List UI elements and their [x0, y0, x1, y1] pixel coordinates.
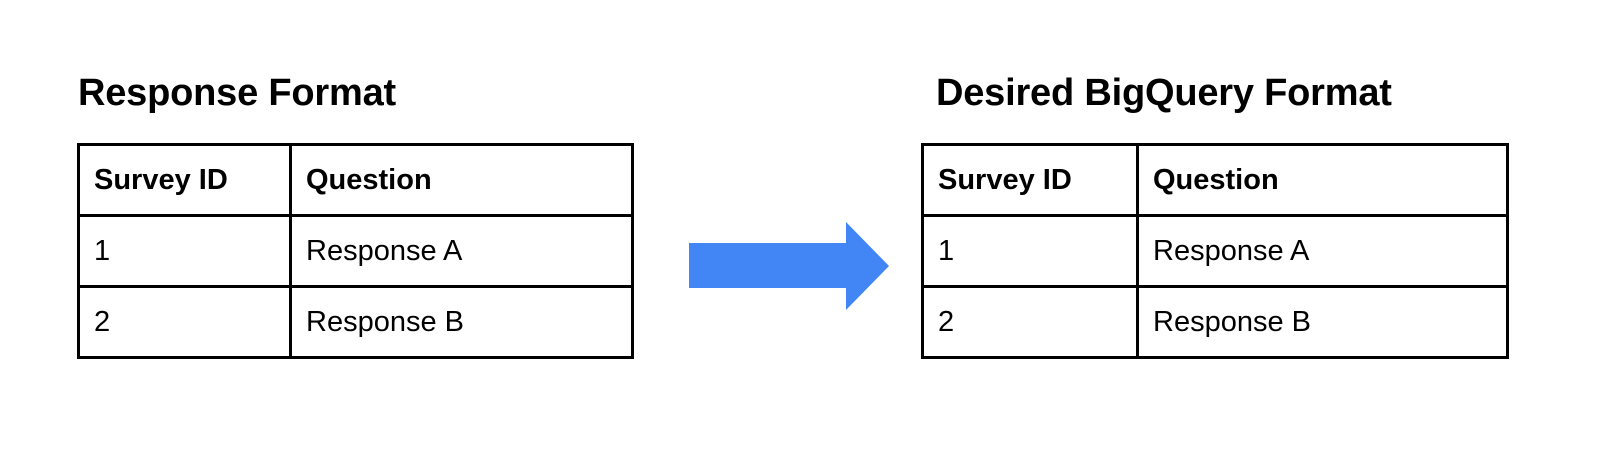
column-header-question: Question [289, 143, 634, 217]
cell-survey-id: 1 [77, 214, 292, 288]
cell-survey-id: 1 [921, 214, 1139, 288]
cell-survey-id: 2 [921, 285, 1139, 359]
right-block-arrow-icon [689, 222, 889, 310]
table-header-row: Survey ID Question [921, 143, 1509, 217]
transform-arrow [685, 218, 893, 314]
column-header-survey-id: Survey ID [77, 143, 292, 217]
table-row: 1 Response A [77, 214, 634, 288]
source-format-table: Survey ID Question 1 Response A 2 Respon… [77, 143, 634, 359]
target-format-table: Survey ID Question 1 Response A 2 Respon… [921, 143, 1509, 359]
table-row: 2 Response B [921, 285, 1509, 359]
source-panel-title: Response Format [78, 72, 396, 114]
cell-survey-id: 2 [77, 285, 292, 359]
target-panel-title: Desired BigQuery Format [936, 72, 1392, 114]
target-format-panel: Desired BigQuery Format Survey ID Questi… [900, 0, 1600, 468]
cell-question: Response B [1136, 285, 1509, 359]
cell-question: Response A [289, 214, 634, 288]
column-header-question: Question [1136, 143, 1509, 217]
cell-question: Response B [289, 285, 634, 359]
source-format-panel: Response Format Survey ID Question 1 Res… [0, 0, 660, 468]
cell-question: Response A [1136, 214, 1509, 288]
table-row: 1 Response A [921, 214, 1509, 288]
column-header-survey-id: Survey ID [921, 143, 1139, 217]
table-row: 2 Response B [77, 285, 634, 359]
table-header-row: Survey ID Question [77, 143, 634, 217]
